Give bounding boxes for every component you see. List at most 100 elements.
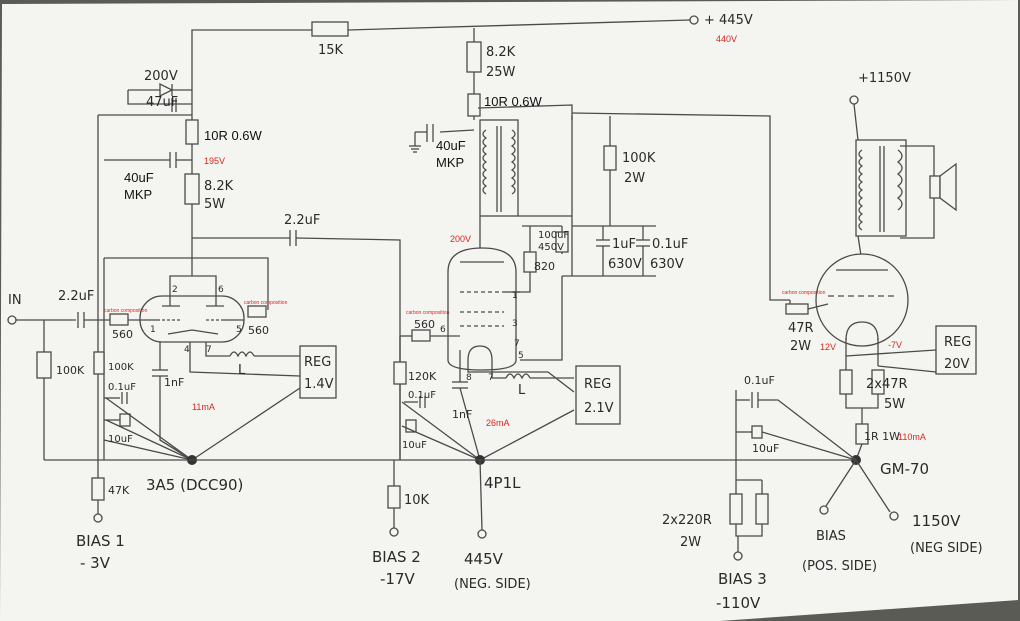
label-reg-1v4-b: 1.4V [304,377,334,392]
neg-445-terminal [477,529,487,539]
bias2-terminal [389,527,399,537]
stage1-3a5 [7,240,400,523]
resistor-47k [91,477,105,501]
label-reg-2v1-b: 2.1V [584,401,614,416]
label-i-11ma: 11mA [192,402,215,412]
cap-100uf [555,231,569,253]
label-neg445-a: 445V [464,550,504,568]
input-terminal [7,315,17,325]
tube-3a5-envelope [139,295,245,343]
label-choke-l-a: L [238,363,246,378]
label-bias2-a: BIAS 2 [372,548,421,566]
label-v-12: 12V [820,342,836,352]
terminal-445v [689,15,699,25]
label-r-10k: 10K [404,493,430,508]
label-i-26ma: 26mA [486,418,510,428]
label-cap-2u2-in: 2.2uF [58,289,94,304]
label-reg-20v-b: 20V [944,357,970,372]
label-tube-gm70: GM-70 [880,460,929,478]
label-cap-100uf: 100uF [538,230,569,241]
label-in: IN [8,293,22,308]
label-pin-4p1l-tail: 7 [514,339,520,349]
resistor-100k-2w [603,145,617,171]
label-r-2x47r-a: 2x47R [866,377,908,392]
label-neg1150-b: (NEG SIDE) [910,541,983,556]
label-bias2-b: -17V [380,570,415,588]
label-r-15k: 15K [318,43,344,58]
label-cap-100uf-v: 450V [538,242,564,253]
label-carbon-2: carbon composition [244,300,288,306]
resistor-2x47r-a [839,369,853,395]
resistor-10r-left [185,119,199,145]
label-r-100k-2w-a: 100K [622,151,656,166]
label-r-8k2-25w-b: 25W [486,65,516,80]
resistor-10r-right [467,93,481,117]
label-bias1-b: - 3V [80,554,111,572]
label-tube-3a5: 3A5 (DCC90) [146,476,243,494]
label-pin-3a5-7: 7 [206,345,212,355]
neg-1150-terminal [889,511,899,521]
label-cap-40uf-b-2: MKP [436,155,464,170]
label-cap-47uf: 47uF [146,95,178,110]
label-pin-3a5-4: 4 [184,345,190,355]
label-neg1150-a: 1150V [912,512,961,530]
label-r-100k-2w-b: 2W [624,171,645,186]
label-v-195: 195V [204,156,225,166]
label-reg-2v1-a: REG [584,377,611,392]
label-carbon-3: carbon composition [406,310,450,316]
label-r-820: 820 [534,260,555,273]
tube-gm70-envelope [815,253,909,347]
label-r-2x47r-b: 5W [884,397,905,412]
resistor-2x220r-a [729,493,743,525]
label-choke-l-b: L [518,383,526,398]
label-bias3-b: -110V [716,594,761,612]
label-pin-4p1l-7: 7 [488,373,494,383]
label-neg445-b: (NEG. SIDE) [454,577,531,592]
resistor-10k [387,485,401,509]
stage3-gm70 [729,95,977,561]
label-bias-pos-b: (POS. SIDE) [802,559,877,574]
label-reg-20v-a: REG [944,335,971,350]
label-bias3-a: BIAS 3 [718,570,767,588]
stage2-4p1l [387,116,736,539]
label-pin-3a5-2: 2 [172,285,178,295]
label-zener-200v: 200V [144,69,178,84]
label-c-1nf-a: 1nF [164,376,184,389]
reg-2v1-box [575,365,621,425]
label-r-120k: 120K [408,370,437,383]
label-r-8k2-5w-b: 5W [204,197,225,212]
label-reg-1v4-a: REG [304,355,331,370]
label-r-10r-b: 10R 0.6W [484,94,543,109]
resistor-560-b [247,305,267,318]
label-r-100k-b: 100K [108,362,134,373]
label-pin-3a5-5: 5 [236,325,242,335]
resistor-100k-b [93,351,105,375]
speaker-icon [929,175,941,199]
top-supply-wiring [191,15,790,301]
reg-1v4-box [299,345,337,399]
label-pin-3a5-1: 1 [150,325,156,335]
label-v-m7: -7V [888,340,902,350]
resistor-100k-in [36,351,52,379]
label-c-01uf-a: 0.1uF [108,382,136,393]
label-r-100k-in: 100K [56,364,85,377]
label-cap-1uf-v: 630V [608,257,642,272]
label-r-8k2-25w-a: 8.2K [486,45,516,60]
label-v-200: 200V [450,234,471,244]
label-r-560-b: 560 [248,324,269,337]
label-r-47k: 47K [108,484,130,497]
label-carbon-1: carbon composition [104,308,148,314]
resistor-15k [311,21,349,37]
bias-pos-terminal [819,505,829,515]
resistor-47r-2w [785,303,809,315]
label-c-01uf-c: 0.1uF [744,374,775,387]
label-r-47r-b: 2W [790,339,811,354]
label-pin-3a5-6: 6 [218,285,224,295]
label-r-2x220r-b: 2W [680,535,701,550]
choke-l-stage2 [505,373,531,380]
zener-diode [159,82,174,98]
resistor-8k2-5w [184,173,200,205]
label-r-1r-1w: 1R 1W [864,430,900,443]
reg-20v-box [935,325,977,375]
